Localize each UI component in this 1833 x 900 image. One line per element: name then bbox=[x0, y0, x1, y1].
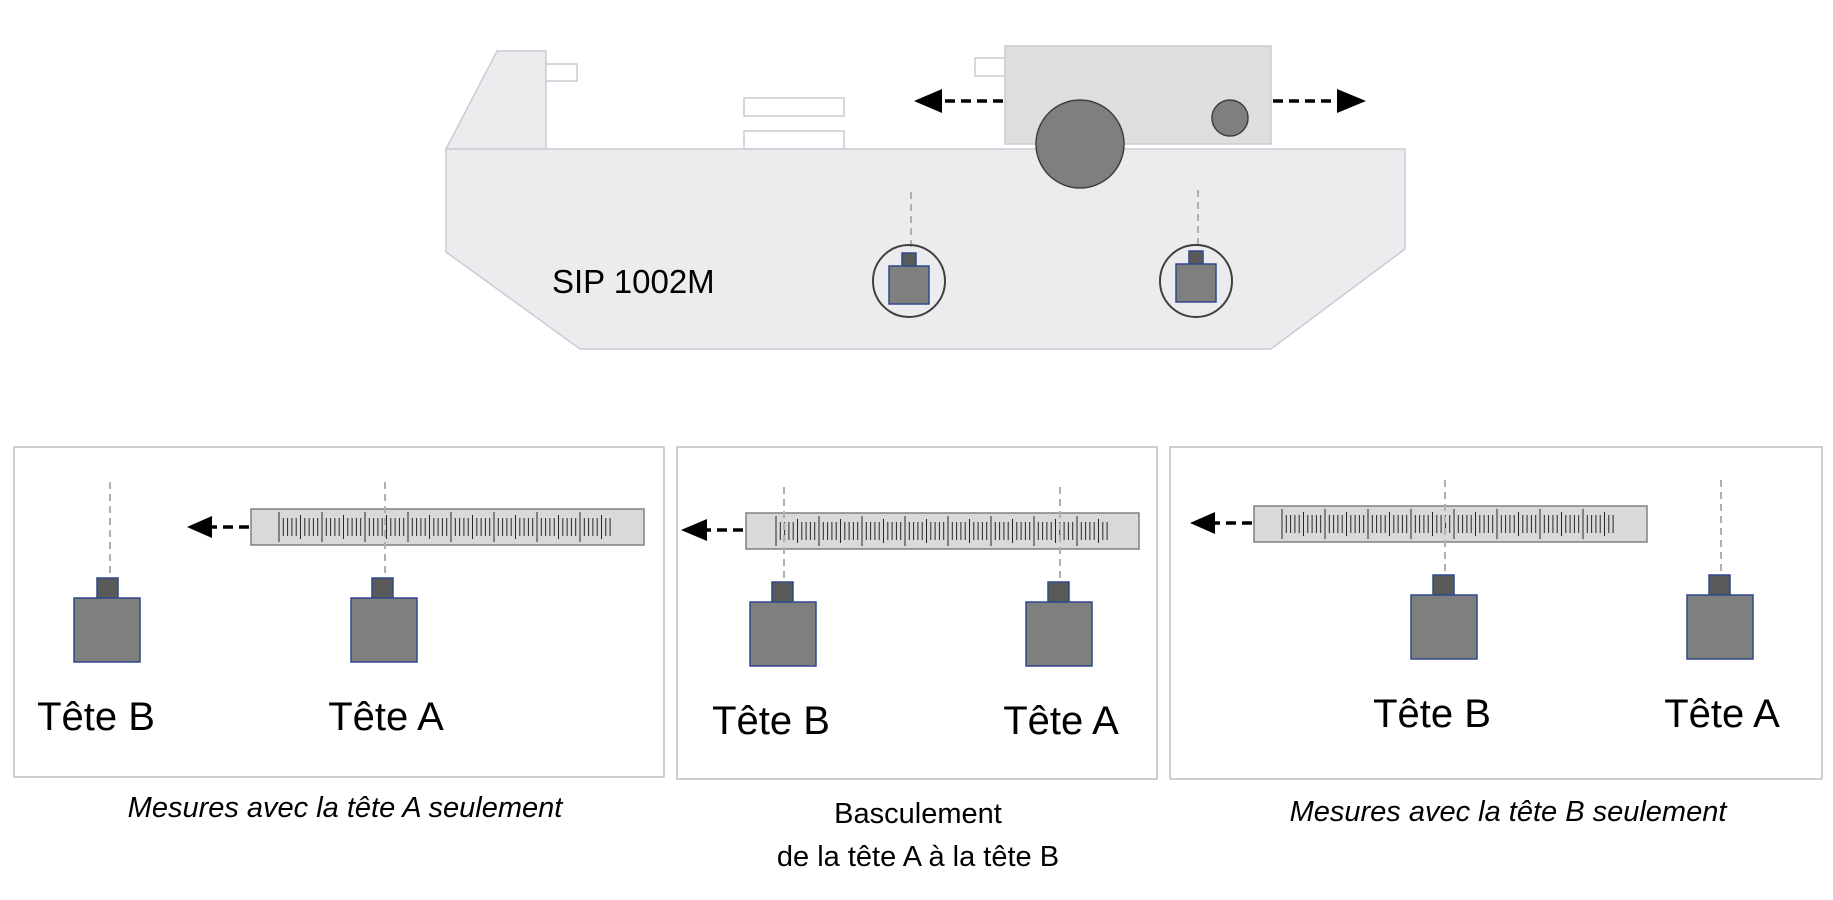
panel-2-caption-line-1: Basculement bbox=[834, 798, 1002, 830]
machine-label: SIP 1002M bbox=[552, 263, 715, 300]
panel-3-label-head-b: Tête B bbox=[1373, 692, 1491, 736]
machine-carriage-large-wheel bbox=[1035, 99, 1125, 189]
machine-head-right bbox=[1159, 190, 1233, 318]
panel-3-scale bbox=[1253, 505, 1648, 543]
panel-2-scale-arrow-head bbox=[681, 519, 707, 541]
machine: SIP 1002M bbox=[444, 45, 1406, 350]
panel-1-head-a bbox=[350, 577, 418, 663]
panel-3-caption-line-1: Mesures avec la tête B seulement bbox=[1290, 796, 1729, 828]
panel-3-label-head-a: Tête A bbox=[1664, 692, 1780, 736]
panel-3: Tête B Tête A Mesures avec la tête B seu… bbox=[1169, 446, 1823, 828]
machine-slot-lower bbox=[743, 130, 845, 150]
panel-3-head-a bbox=[1686, 574, 1754, 660]
machine-slot-upper bbox=[743, 97, 845, 117]
panel-1-caption-line-1: Mesures avec la tête A seulement bbox=[128, 792, 565, 824]
panel-2-label-head-b: Tête B bbox=[712, 699, 830, 743]
panel-3-scale-arrow-head bbox=[1190, 512, 1215, 534]
panel-1-scale bbox=[250, 508, 645, 546]
panel-2-caption-line-2: de la tête A à la tête B bbox=[777, 841, 1059, 873]
panel-2-label-head-a: Tête A bbox=[1003, 699, 1119, 743]
panel-1-label-head-b: Tête B bbox=[37, 695, 155, 739]
panel-2: Tête B Tête A Basculement de la tête A à… bbox=[676, 446, 1158, 873]
panel-3-head-b bbox=[1410, 574, 1478, 660]
panel-2-head-b bbox=[749, 581, 817, 667]
machine-left-knob bbox=[545, 63, 578, 82]
panel-2-scale bbox=[745, 512, 1140, 550]
panel-1-head-b bbox=[73, 577, 141, 663]
panel-1-scale-arrow-head bbox=[187, 516, 212, 538]
machine-left-column bbox=[444, 50, 547, 150]
machine-head-left bbox=[872, 192, 946, 318]
panel-1: Tête B Tête A Mesures avec la tête A seu… bbox=[13, 446, 665, 824]
machine-carriage-knob bbox=[974, 57, 1006, 77]
panel-1-label-head-a: Tête A bbox=[328, 695, 444, 739]
machine-carriage-small-wheel bbox=[1211, 99, 1249, 137]
carriage-arrow-right-head bbox=[1337, 89, 1366, 113]
carriage-arrow-left-head bbox=[914, 89, 942, 113]
panel-2-head-a bbox=[1025, 581, 1093, 667]
